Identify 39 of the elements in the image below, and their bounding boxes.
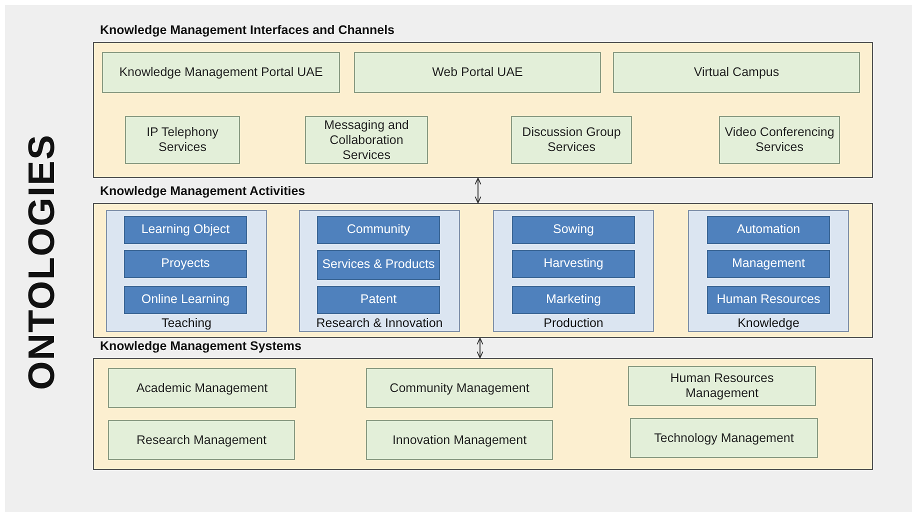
activity-box: Learning Object: [124, 216, 247, 244]
activity-box: Human Resources: [707, 286, 830, 314]
side-title: ONTOLOGIES: [21, 134, 63, 390]
group-panel: [106, 210, 267, 332]
service-box: Technology Management: [630, 418, 818, 458]
service-box: Academic Management: [108, 368, 296, 408]
service-box: Knowledge Management Portal UAE: [102, 52, 340, 93]
activity-box: Marketing: [512, 286, 635, 314]
service-box: Messaging and Collaboration Services: [305, 116, 428, 164]
service-box: Innovation Management: [366, 420, 553, 460]
group-panel: [688, 210, 849, 332]
service-box: IP Telephony Services: [125, 116, 240, 164]
group-label: Research & Innovation: [315, 316, 444, 330]
activity-box: Services & Products: [317, 250, 440, 280]
service-box: Research Management: [108, 420, 295, 460]
activity-box: Harvesting: [512, 250, 635, 278]
activity-box: Proyects: [124, 250, 247, 278]
service-box: Community Management: [366, 368, 553, 408]
service-box: Video Conferencing Services: [719, 116, 840, 164]
activity-box: Online Learning: [124, 286, 247, 314]
activity-box: Automation: [707, 216, 830, 244]
service-box: Virtual Campus: [613, 52, 860, 93]
service-box: Human Resources Management: [628, 366, 816, 406]
section-heading: Knowledge Management Interfaces and Channels: [100, 23, 395, 37]
service-box: Web Portal UAE: [354, 52, 601, 93]
service-box: Discussion Group Services: [511, 116, 632, 164]
group-label: Production: [542, 316, 604, 330]
double-arrow: [476, 338, 484, 358]
group-label: Teaching: [160, 316, 213, 330]
section-heading: Knowledge Management Systems: [100, 339, 302, 353]
activity-box: Patent: [317, 286, 440, 314]
group-panel: [493, 210, 654, 332]
activity-box: Management: [707, 250, 830, 278]
activity-box: Community: [317, 216, 440, 244]
group-label: Knowledge: [736, 316, 800, 330]
double-arrow: [474, 178, 482, 204]
group-panel: [299, 210, 460, 332]
activity-box: Sowing: [512, 216, 635, 244]
section-heading: Knowledge Management Activities: [100, 184, 306, 198]
